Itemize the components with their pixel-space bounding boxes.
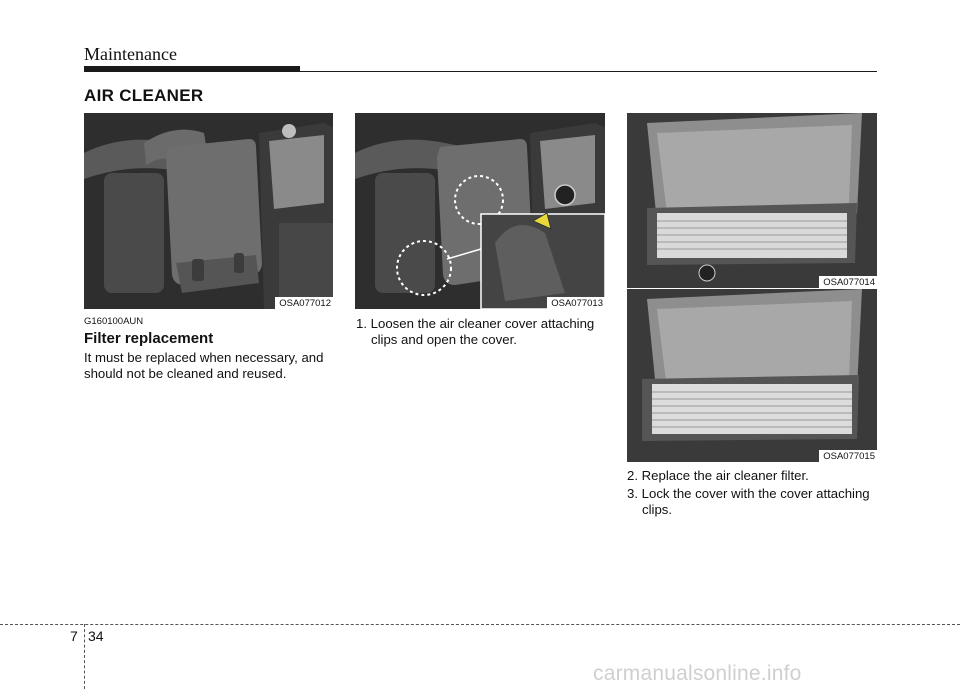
step-2: 2. Replace the air cleaner filter. — [627, 468, 809, 483]
page-header-title: Maintenance — [84, 44, 177, 64]
footer-rule — [0, 624, 960, 625]
section-code: G160100AUN — [84, 316, 144, 327]
footer-divider — [84, 624, 85, 689]
figure-filter-open: OSA077014 — [627, 113, 877, 288]
intro-paragraph: It must be replaced when necessary, and … — [84, 350, 324, 381]
figure-air-cleaner-closed: OSA077012 — [84, 113, 333, 309]
figure-label: OSA077015 — [819, 450, 877, 462]
header-rule — [300, 71, 877, 72]
chapter-number: 7 — [70, 628, 78, 644]
watermark: carmanualsonline.info — [593, 662, 802, 685]
figure-label: OSA077014 — [819, 276, 877, 288]
step-1: 1. Loosen the air cleaner cover attachin… — [356, 316, 595, 347]
step-3: 3. Lock the cover with the cover attachi… — [627, 486, 870, 517]
sub-heading: Filter replacement — [84, 330, 214, 347]
header-bar — [84, 66, 300, 72]
figure-label: OSA077013 — [547, 297, 605, 309]
figure-cover-clips: OSA077013 — [355, 113, 605, 309]
replace-filter-illustration — [627, 289, 877, 462]
engine-bay-illustration — [84, 113, 333, 309]
page-number: 34 — [88, 628, 104, 644]
figure-filter-replace: OSA077015 — [627, 289, 877, 462]
section-heading: AIR CLEANER — [84, 86, 204, 105]
cover-clips-illustration — [355, 113, 605, 309]
open-cover-filter-illustration — [627, 113, 877, 288]
figure-label: OSA077012 — [275, 297, 333, 309]
